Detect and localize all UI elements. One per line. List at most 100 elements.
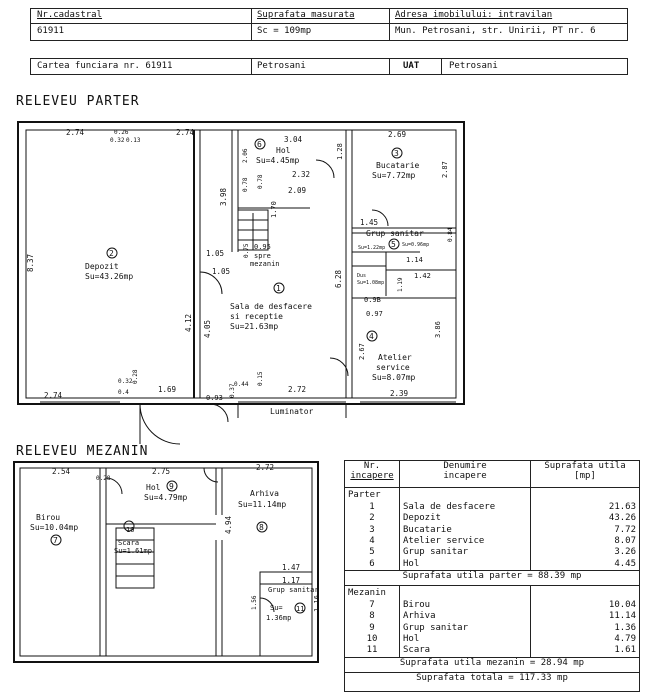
dim: 2.32 <box>292 170 310 179</box>
room-name-depozit: Depozit <box>85 262 119 271</box>
room-area-hol-mezanin: Su=4.79mp <box>144 493 188 502</box>
room-area-depozit: Su=43.26mp <box>85 272 133 281</box>
room-name2-atelier: service <box>376 363 410 372</box>
dim: 0.32 <box>110 137 125 144</box>
dim: 0.78 <box>257 174 264 189</box>
dim: 0.75 <box>243 243 250 258</box>
dim: 2.87 <box>441 161 449 178</box>
dim: 0.9B <box>364 296 381 304</box>
room-area-gs-2: Su=0.96mp <box>402 242 429 248</box>
room-nr-2: 2 <box>109 249 114 258</box>
dim: 2.39 <box>390 389 408 398</box>
carte-funciara-table: Cartea funciara nr. 61911 Petrosani UAT … <box>30 58 628 75</box>
dim: 0.13 <box>126 137 141 144</box>
room-nr-11: 11 <box>296 605 304 613</box>
dim: 0.15 <box>257 371 264 386</box>
dim: 2.54 <box>52 467 71 476</box>
room-name-scara: Scara <box>118 539 139 547</box>
uat-value: Petrosani <box>449 61 498 71</box>
room-name-bucatarie: Bucatarie <box>376 161 420 170</box>
col-nr-header: Nr.incapere <box>344 460 400 488</box>
dim: 2.69 <box>388 130 406 139</box>
dim: 2.67 <box>358 343 366 360</box>
dim: 2.74 <box>44 391 63 400</box>
room-nr-7: 7 <box>53 536 58 545</box>
room-area-birou: Su=10.04mp <box>30 523 78 532</box>
dim: 4.94 <box>224 515 233 534</box>
dim: 1.28 <box>336 143 344 160</box>
stair-label2: mezanin <box>250 260 280 268</box>
dim: 0.28 <box>96 475 111 482</box>
room-nr-9: 9 <box>169 482 174 491</box>
room-name-hol: Hol <box>276 146 291 155</box>
room-area-gs-mezanin: 1.36mp <box>266 614 291 622</box>
room-area-gs-1: Su=1.22mp <box>358 245 385 251</box>
dim: 0.4 <box>118 389 129 396</box>
suprafata-label: Suprafata masurata <box>257 10 355 20</box>
localitate: Petrosani <box>257 61 306 71</box>
dim: 0.97 <box>366 310 383 318</box>
dim: 0.32 <box>118 378 133 385</box>
room-nr-5: 5 <box>391 240 396 249</box>
room-name-birou: Birou <box>36 513 60 522</box>
dim: 1.56 <box>251 595 258 610</box>
section-mezanin: Mezanin <box>344 585 400 600</box>
grand-total: Suprafata totala = 117.33 mp <box>344 672 640 692</box>
dim: 0.28 <box>132 369 139 384</box>
room-nr-4: 4 <box>369 332 374 341</box>
adresa-value: Mun. Petrosani, str. Unirii, PT nr. 6 <box>395 26 596 36</box>
dim: 3.98 <box>219 187 228 206</box>
room-nr-6: 6 <box>257 140 262 149</box>
room-nr-1: 1 <box>276 284 281 293</box>
dim: 3.04 <box>284 135 303 144</box>
room-area-bucatarie: Su=7.72mp <box>372 171 416 180</box>
dim: 0.84 <box>447 227 454 242</box>
room-area-atelier: Su=8.07mp <box>372 373 416 382</box>
dim: 1.45 <box>360 218 378 227</box>
uat-label: UAT <box>403 61 420 71</box>
dim: 6.28 <box>334 269 343 288</box>
carte-funciara: Cartea funciara nr. 61911 <box>37 61 173 71</box>
col-area-header: Suprafata utila[mp] <box>530 460 640 488</box>
dim: 1.70 <box>270 201 278 218</box>
room-name-arhiva: Arhiva <box>250 489 279 498</box>
dim: 1.14 <box>406 256 423 264</box>
dim: 0.78 <box>242 177 249 192</box>
room-nr-10: 10 <box>126 526 134 534</box>
dim: 1.16 <box>313 595 321 612</box>
nr-cadastral-label: Nr.cadastral <box>37 10 103 20</box>
dim: 3.86 <box>434 321 442 338</box>
dim: 0.44 <box>234 381 249 388</box>
header-table: Nr.cadastral 61911 Suprafata masurata Sc… <box>30 8 628 41</box>
dim: 1.47 <box>282 563 300 572</box>
stair-label: spre <box>254 252 271 260</box>
dim: 0.37 <box>229 383 236 398</box>
adresa-label: Adresa imobilului: intravilan <box>395 10 553 20</box>
room-name-sala: Sala de desfacere <box>230 302 312 311</box>
dim: 1.42 <box>414 272 431 280</box>
dim: 1.19 <box>397 277 404 292</box>
mezanin-total: Suprafata utila mezanin = 28.94 mp <box>344 657 640 673</box>
dim: 1.69 <box>158 385 176 394</box>
room-label-dus: Dus <box>357 273 366 279</box>
mezanin-title: RELEVEU MEZANIN <box>16 444 149 459</box>
dim: 2.74 <box>176 128 195 137</box>
room-name-gs-mezanin: Grup sanitar <box>268 586 319 594</box>
parter-total: Suprafata utila parter = 88.39 mp <box>344 570 640 587</box>
dim: 0.26 <box>114 129 129 136</box>
section-parter: Parter <box>344 486 400 502</box>
